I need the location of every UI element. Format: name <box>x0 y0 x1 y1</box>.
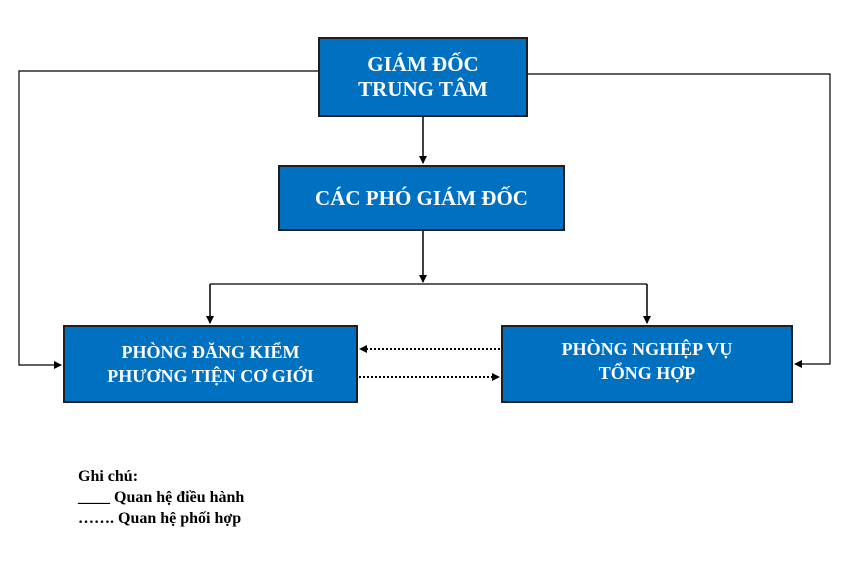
edge-director-inspection <box>18 70 318 369</box>
node-general-dept: PHÒNG NGHIỆP VỤ TỔNG HỢP <box>501 325 793 403</box>
node-inspection-dept: PHÒNG ĐĂNG KIỂM PHƯƠNG TIỆN CƠ GIỚI <box>63 325 358 403</box>
edge-director-general <box>528 73 831 368</box>
node-deputies: CÁC PHÓ GIÁM ĐỐC <box>278 165 565 231</box>
legend-dotted-symbol: ……. <box>78 510 114 527</box>
legend: Ghi chú: ____ Quan hệ điều hành ……. Quan… <box>78 466 244 529</box>
legend-title: Ghi chú: <box>78 468 139 485</box>
node-director-line-2: TRUNG TÂM <box>358 77 488 101</box>
legend-solid-label: Quan hệ điều hành <box>114 489 245 506</box>
node-general-line-2: TỔNG HỢP <box>598 363 696 383</box>
node-inspection-line-2: PHƯƠNG TIỆN CƠ GIỚI <box>107 366 314 386</box>
legend-item-solid: ____ Quan hệ điều hành <box>78 487 244 508</box>
node-director: GIÁM ĐỐC TRUNG TÂM <box>318 37 528 117</box>
node-general-line-1: PHÒNG NGHIỆP VỤ <box>561 339 733 359</box>
legend-solid-symbol: ____ <box>78 489 110 506</box>
node-director-line-1: GIÁM ĐỐC <box>367 52 479 76</box>
node-deputies-line-1: CÁC PHÓ GIÁM ĐỐC <box>315 185 528 210</box>
legend-dotted-label: Quan hệ phối hợp <box>118 510 242 527</box>
node-inspection-line-1: PHÒNG ĐĂNG KIỂM <box>121 342 300 362</box>
legend-item-dotted: ……. Quan hệ phối hợp <box>78 508 244 529</box>
